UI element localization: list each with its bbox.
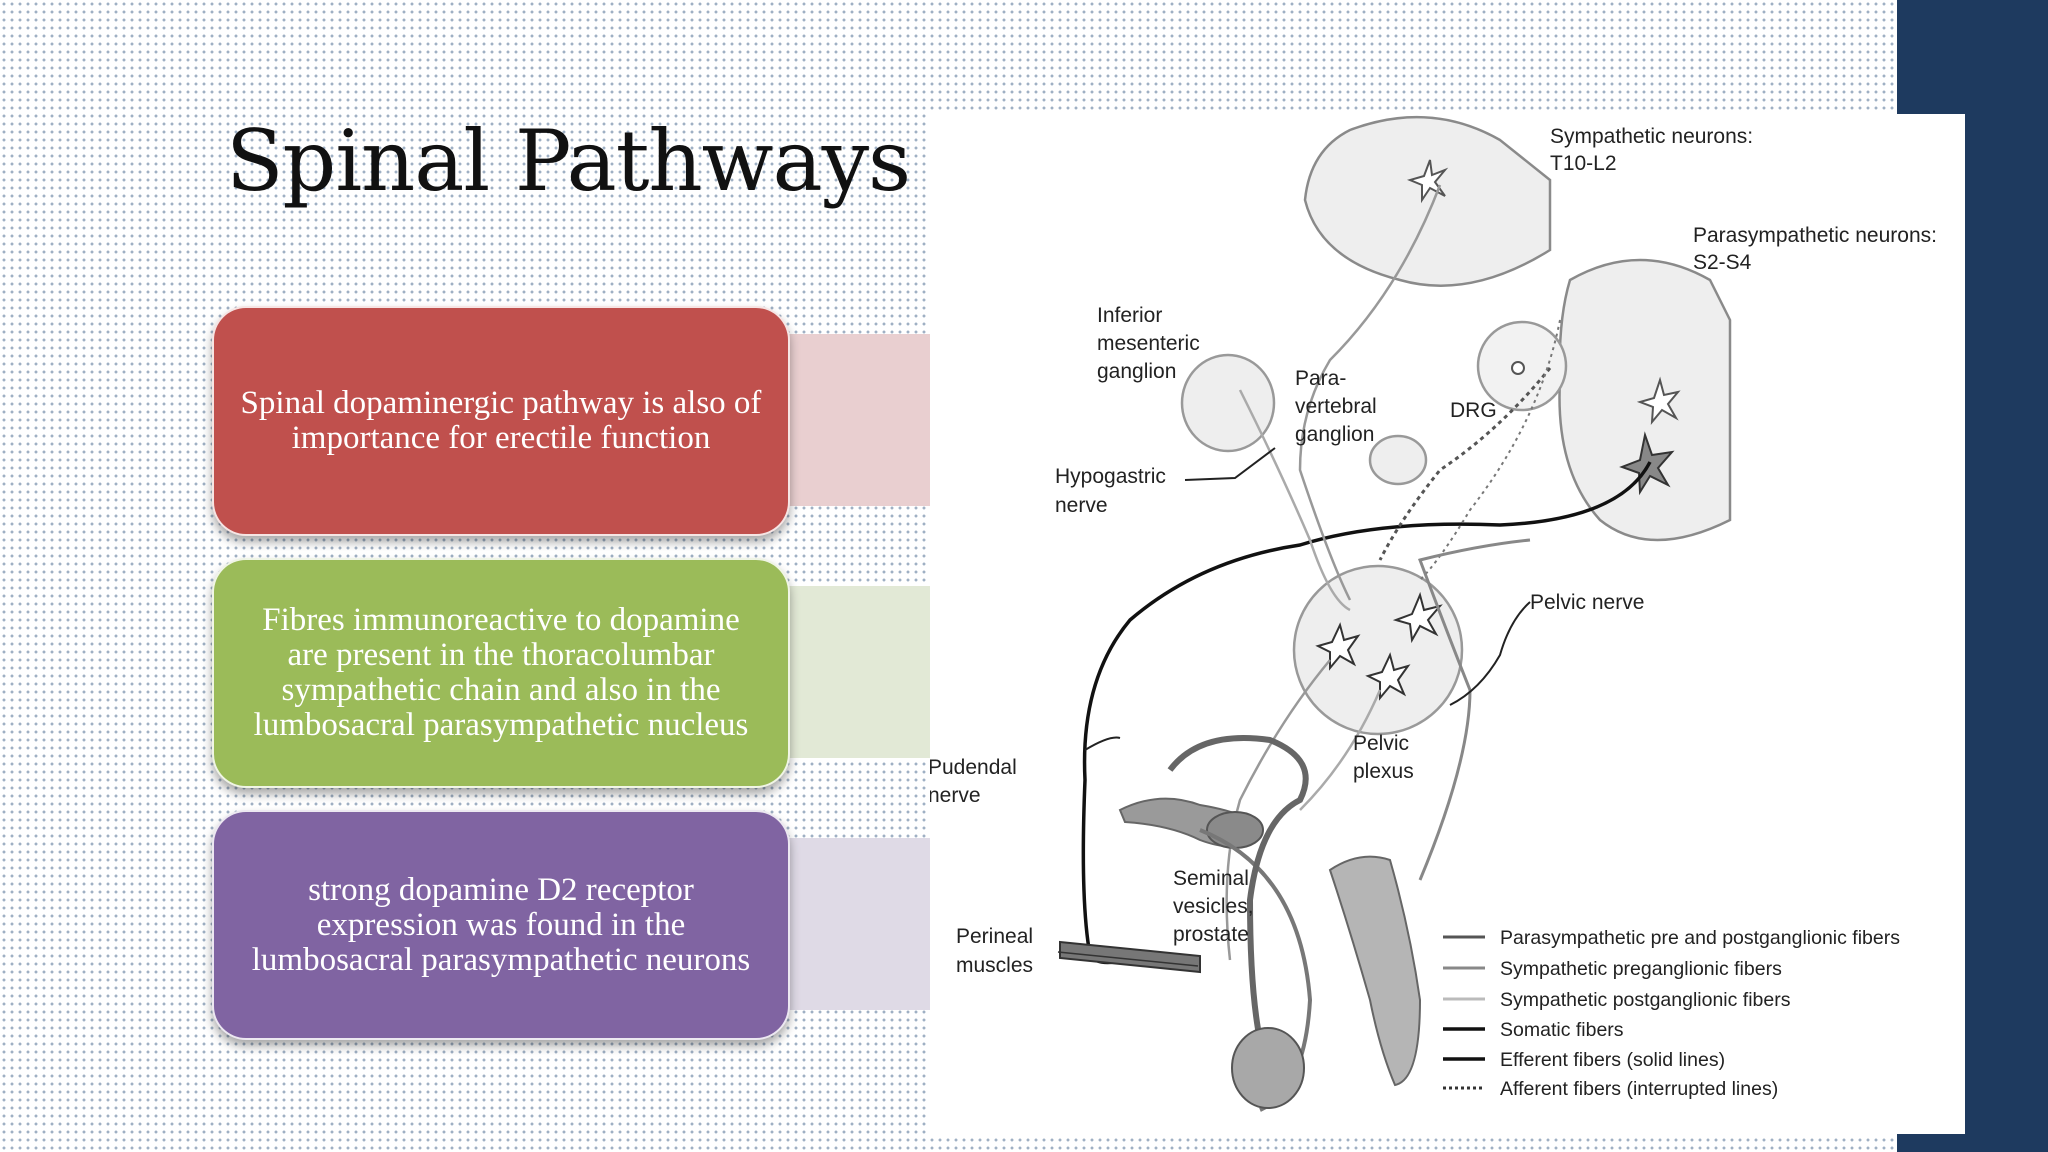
label-ganglion-2: ganglion xyxy=(1295,423,1374,446)
legend-label: Afferent fibers (interrupted lines) xyxy=(1500,1078,1778,1100)
label-seminal: Seminal xyxy=(1173,867,1249,890)
pathway-diagram: Sympathetic neurons: T10-L2 Parasympathe… xyxy=(930,115,1937,1112)
callout-box-purple: strong dopamine D2 receptor expression w… xyxy=(212,810,790,1040)
legend-label: Sympathetic preganglionic fibers xyxy=(1500,958,1782,980)
label-sympathetic-neurons: Sympathetic neurons: xyxy=(1550,125,1753,148)
box-connector-band-green xyxy=(780,586,930,758)
label-inferior: Inferior xyxy=(1097,304,1162,327)
label-para: Para- xyxy=(1295,367,1346,390)
callout-box-green: Fibres immunoreactive to dopamine are pr… xyxy=(212,558,790,788)
bladder xyxy=(1231,1027,1305,1109)
box-connector-band-red xyxy=(780,334,930,506)
label-hypogastric: Hypogastric xyxy=(1055,465,1166,488)
label-vertebral: vertebral xyxy=(1295,395,1377,418)
legend-label: Sympathetic postganglionic fibers xyxy=(1500,989,1791,1011)
label-muscles: muscles xyxy=(956,954,1033,977)
sympathetic-neuron-star xyxy=(1406,159,1449,204)
label-pelvic-nerve: Pelvic nerve xyxy=(1530,591,1644,614)
label-parasympathetic-levels: S2-S4 xyxy=(1693,251,1752,274)
label-nerve-2: nerve xyxy=(930,784,981,807)
label-plexus: plexus xyxy=(1353,760,1414,783)
label-parasympathetic-neurons: Parasympathetic neurons: xyxy=(1693,224,1937,247)
label-pudendal: Pudendal xyxy=(930,756,1017,779)
label-vesicles: vesicles, xyxy=(1173,895,1254,918)
label-sympathetic-levels: T10-L2 xyxy=(1550,152,1617,175)
label-drg: DRG xyxy=(1450,399,1497,422)
parasympathetic-neuron-star xyxy=(1636,376,1681,426)
label-pelvic: Pelvic xyxy=(1353,732,1409,755)
callout-box-red: Spinal dopaminergic pathway is also of i… xyxy=(212,306,790,536)
spinal-pathways-figure: Sympathetic neurons: T10-L2 Parasympathe… xyxy=(930,114,1965,1134)
callout-text: Fibres immunoreactive to dopamine are pr… xyxy=(253,602,749,743)
paravertebral-ganglion xyxy=(1368,434,1428,486)
label-ganglion: ganglion xyxy=(1097,360,1176,383)
thoracolumbar-cord-segment xyxy=(1303,115,1552,287)
callout-text: Spinal dopaminergic pathway is also of i… xyxy=(240,385,762,456)
label-prostate: prostate xyxy=(1173,923,1249,946)
label-mesenteric: mesenteric xyxy=(1097,332,1200,355)
label-perineal: Perineal xyxy=(956,925,1033,948)
box-connector-band-purple xyxy=(780,838,930,1010)
perineal-muscles xyxy=(1059,940,1201,974)
pelvic-plexus xyxy=(1292,564,1464,736)
penis-structure xyxy=(1328,855,1422,1087)
legend-label: Somatic fibers xyxy=(1500,1019,1624,1041)
callout-text: strong dopamine D2 receptor expression w… xyxy=(251,871,751,978)
inferior-mesenteric-ganglion xyxy=(1180,353,1276,453)
somatic-fiber xyxy=(1081,461,1652,965)
label-nerve: nerve xyxy=(1055,494,1108,517)
slide-title: Spinal Pathways xyxy=(226,112,911,210)
legend-label: Parasympathetic pre and postganglionic f… xyxy=(1500,927,1900,949)
parasympathetic-neuron-star-filled xyxy=(1619,431,1675,496)
legend-label: Efferent fibers (solid lines) xyxy=(1500,1049,1725,1071)
